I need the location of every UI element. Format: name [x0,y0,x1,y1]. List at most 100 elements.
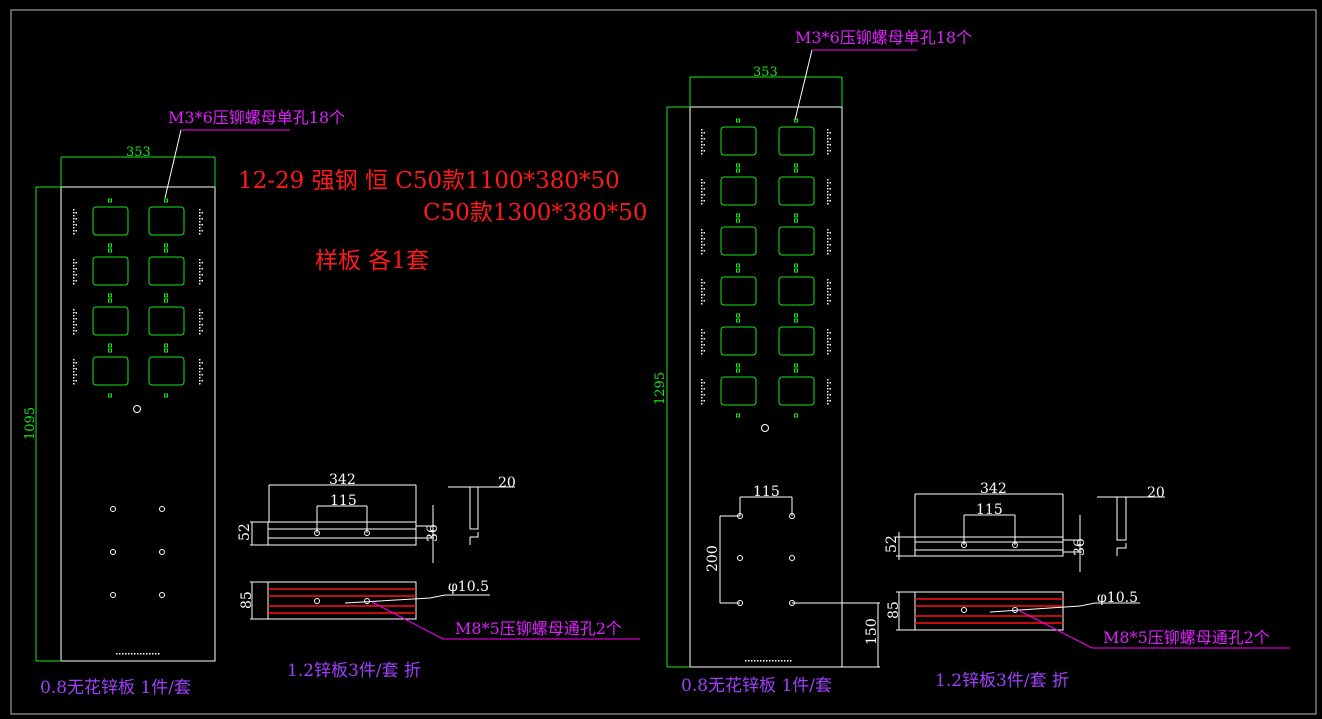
inner-dim-line [1063,515,1082,572]
nut-hole [794,168,798,173]
vent-dot [75,368,77,370]
right-height-dim: 1295 [653,372,668,405]
right-bottom-dim-line [792,602,880,668]
nut-hole [164,343,168,348]
vent-dot [829,294,831,296]
vent-dot [701,147,703,149]
right-hole-vertical-dim-line [719,515,740,604]
mounting-hole [159,592,165,598]
vent-dot [827,129,829,131]
nut-hole [736,363,740,368]
vent-dot [199,371,201,373]
vent-dot [701,347,703,349]
vent-dot [701,344,703,346]
nut-hole [108,243,112,248]
vent-dot [703,232,705,234]
vent-dot [116,653,118,655]
vent-dot [701,294,703,296]
nut-hole [794,313,798,318]
vent-dot [829,244,831,246]
vent-dot [199,309,201,311]
vent-dot [73,380,75,382]
vent-dot [775,660,777,662]
nut-hole [164,248,168,253]
vent-dot [201,330,203,332]
vent-dot [73,268,75,270]
opening-cutout [92,256,129,286]
height-dim-line [250,521,268,546]
vent-dot [701,388,703,390]
vent-dot [703,200,705,202]
opening-cutout [778,276,815,306]
vent-dot [199,280,201,282]
vent-dot [199,374,201,376]
vent-dot [75,374,77,376]
vent-dot [199,274,201,276]
vent-dot [701,397,703,399]
height-dim: 52 [884,535,900,553]
nut-hole [794,118,798,123]
opening-cutout [778,126,815,156]
cable-hole [133,405,141,413]
vent-dot [155,653,157,655]
vent-dot [701,303,703,305]
vent-dot [75,274,77,276]
bracket-hole [961,607,967,613]
vent-dot [73,312,75,314]
vent-dot [827,144,829,146]
vent-dot [199,327,201,329]
vent-dot [827,335,829,337]
nut-hole [164,393,168,398]
vent-dot [703,182,705,184]
vent-dot [73,371,75,373]
opening-cutout [92,356,129,386]
mounting-hole [737,513,743,519]
vent-dot [199,221,201,223]
vent-dot [73,277,75,279]
nut-hole [108,348,112,353]
vent-dot [703,244,705,246]
vent-dot [827,191,829,193]
vent-dot [73,212,75,214]
vent-dot [827,194,829,196]
opening-cutout [720,126,757,156]
nut-hole [108,198,112,203]
vent-dot [199,365,201,367]
nut-hole [736,268,740,273]
nut-hole [794,368,798,373]
vent-dot [199,218,201,220]
vent-dot [128,653,130,655]
vent-dot [701,247,703,249]
vent-dot [827,294,829,296]
nut-hole [794,413,798,418]
vent-dot [701,244,703,246]
vent-dot [827,200,829,202]
vent-dot [829,138,831,140]
vent-dot [201,368,203,370]
opening-cutout [148,356,185,386]
cable-hole [761,424,769,432]
mounting-hole [159,549,165,555]
right-panel-note: M3*6压铆螺母单孔18个 [795,28,972,47]
left-bracket: 342 115 52 36 20 85 φ10.5 M8*5压铆螺母通孔2个 1… [237,472,640,681]
vent-dot [701,191,703,193]
vent-dot [75,280,77,282]
vent-dot [829,288,831,290]
vent-dot [199,333,201,335]
vent-dot [829,382,831,384]
nut-hole [736,163,740,168]
vent-dot [703,400,705,402]
nut-hole [794,318,798,323]
vent-dot [827,344,829,346]
hole-dim-leader [344,594,490,604]
mounting-hole [737,555,743,561]
vent-dot [829,132,831,134]
vent-dot [701,138,703,140]
vent-dot [199,330,201,332]
nut-note: M8*5压铆螺母通孔2个 [1103,628,1270,647]
vent-dot [73,230,75,232]
vent-dot [827,147,829,149]
vent-dot [199,380,201,382]
nut-hole [108,248,112,253]
